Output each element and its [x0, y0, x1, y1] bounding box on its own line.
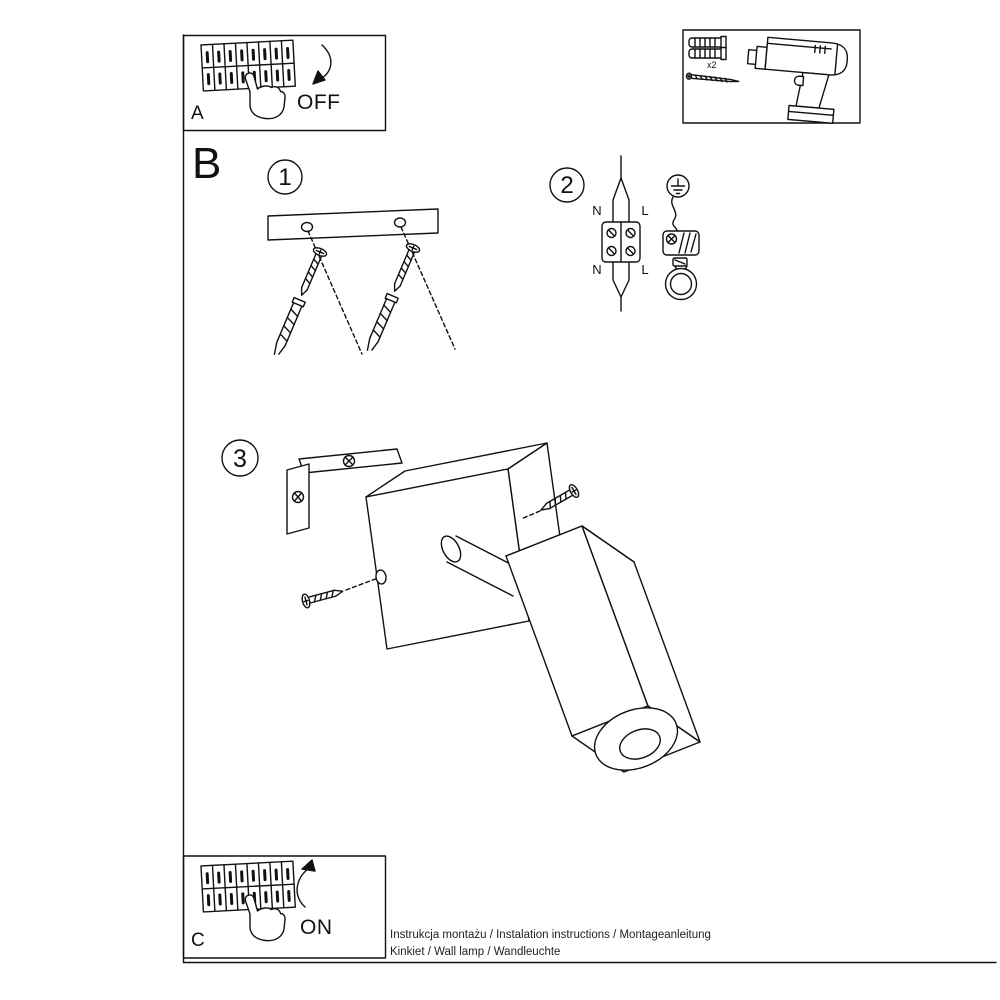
- wire-label-l-bottom: L: [641, 262, 648, 277]
- panel-a: [182, 34, 387, 132]
- step-1-group: [267, 159, 456, 359]
- earth-symbol-icon: [666, 174, 690, 198]
- wire-label-n-top: N: [592, 203, 601, 218]
- step-1-number: 1: [278, 164, 291, 191]
- terminal-screw: [606, 227, 617, 239]
- drill-trigger: [793, 75, 805, 87]
- tools-panel: [682, 29, 861, 125]
- lamp-socket: [619, 728, 661, 760]
- panel-c-state-label: ON: [300, 916, 333, 939]
- base-front-face: [365, 468, 530, 650]
- screw-anchor-right-icon: [362, 241, 422, 355]
- footer-line2: Kinkiet / Wall lamp / Wandleuchte: [390, 946, 560, 958]
- drill-battery: [787, 104, 835, 125]
- wall-plug-icon: [688, 35, 727, 50]
- bar-hole-right: [393, 217, 407, 228]
- panel-a-state-label: OFF: [297, 91, 341, 114]
- drill-chuck: [746, 45, 768, 70]
- panel-a-border: [182, 34, 387, 132]
- drill-icon: [746, 36, 849, 125]
- panel-c-label: C: [191, 930, 205, 951]
- earth-wire: [671, 196, 678, 232]
- wire-label-n-bottom: N: [592, 262, 601, 277]
- footer-line1: Instrukcja montażu / Instalation instruc…: [390, 929, 711, 941]
- drill-vents: [814, 44, 827, 55]
- mounting-bar: [267, 208, 439, 241]
- on-arrow-icon: [296, 859, 316, 908]
- terminal-screw: [625, 245, 636, 257]
- dowel-count-label: x2: [707, 60, 717, 70]
- wall-bracket: [286, 448, 403, 535]
- off-arrow-icon: [312, 44, 332, 85]
- step-3-badge: [221, 439, 259, 477]
- cable-clamp-icon: [664, 257, 698, 301]
- wire-label-l-top: L: [641, 203, 648, 218]
- earth-connector: [662, 230, 700, 256]
- screw-anchor-left-icon: [269, 245, 329, 359]
- step-3-number: 3: [233, 445, 247, 473]
- screw-guide-left: [345, 577, 379, 591]
- labels: A OFF x2 B 1 2 3 N L N L C ON Instrukcja…: [191, 60, 717, 958]
- section-b-label: B: [192, 139, 221, 188]
- step-3-group: [221, 439, 701, 773]
- lamp-pivot: [440, 535, 523, 597]
- terminal-screw: [625, 227, 636, 239]
- step-2-number: 2: [560, 172, 573, 199]
- mains-wire: [612, 155, 630, 312]
- tools-panel-border: [682, 29, 861, 124]
- step-2-group: [549, 155, 700, 312]
- fixing-screw-left-icon: [300, 583, 346, 610]
- step-1-badge: [267, 159, 303, 195]
- bar-hole-left: [300, 221, 314, 233]
- terminal-screw: [606, 245, 617, 257]
- panel-c-border: [182, 855, 387, 959]
- wall-plug-icon: [688, 46, 727, 61]
- panel-a-label: A: [191, 103, 204, 124]
- panel-c: [182, 855, 387, 959]
- lamp-head: [505, 525, 701, 773]
- terminal-block: [601, 221, 641, 263]
- drill-body: [764, 36, 849, 76]
- screw-guide-right: [520, 510, 541, 520]
- mounting-screw-icon: [685, 72, 740, 83]
- base-hole: [375, 569, 387, 585]
- step-2-badge: [549, 167, 585, 203]
